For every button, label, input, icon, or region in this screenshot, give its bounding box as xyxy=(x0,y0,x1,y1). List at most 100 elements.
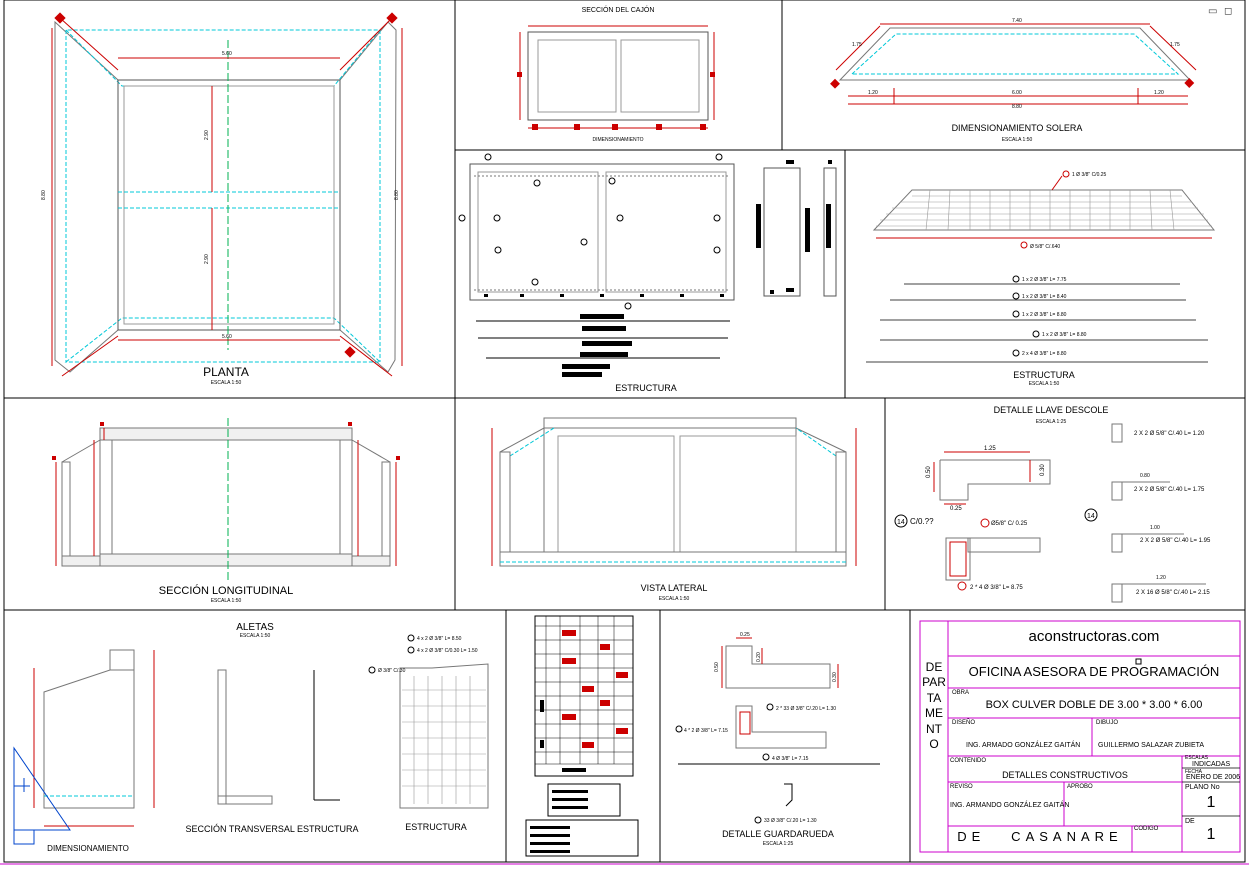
seccion-cajon-title: SECCIÓN DEL CAJÓN xyxy=(582,5,655,14)
llave-dim-height: 0.50 xyxy=(926,466,932,478)
guardarueda-dim-1: 0.25 xyxy=(740,632,750,638)
estructura-bottom-title: ESTRUCTURA xyxy=(405,822,467,832)
svg-text:8.80: 8.80 xyxy=(394,190,400,200)
estructura-top-title: ESTRUCTURA xyxy=(615,383,677,393)
llave-dim-step: 0.30 xyxy=(1040,464,1046,476)
title-block-frame xyxy=(919,620,1241,853)
solera-dim-left: 1.20 xyxy=(868,90,878,96)
seccion-longitudinal-scale: ESCALA 1:50 xyxy=(211,598,242,604)
title-block-contenido-label: CONTENIDO xyxy=(950,758,986,764)
estructura-right-title: ESTRUCTURA xyxy=(1013,370,1075,380)
bar-schedule-table xyxy=(525,615,639,857)
title-block-office: OFICINA ASESORA DE PROGRAMACIÓN xyxy=(968,664,1220,679)
title-block-plano-label: PLANO No xyxy=(1185,784,1220,791)
guardarueda-drawing xyxy=(675,637,880,824)
solera-scale: ESCALA 1:50 xyxy=(1002,137,1033,143)
guardarueda-scale: ESCALA 1:25 xyxy=(763,841,794,847)
panel-borders xyxy=(3,0,1246,863)
title-block-obra: BOX CULVER DOBLE DE 3.00 * 3.00 * 6.00 xyxy=(985,699,1203,711)
vista-lateral-drawing xyxy=(491,417,857,567)
solera-dim-middle: 6.00 xyxy=(1012,90,1022,96)
guardarueda-dim-4: 0.30 xyxy=(832,672,838,682)
estructura-right-drawing xyxy=(866,170,1216,363)
title-block-de-label: DE xyxy=(1185,818,1195,825)
guardarueda-bar-4: 33 Ø 3/8" C/.20 L= 1.30 xyxy=(764,818,817,824)
seccion-cajon-dim-label: DIMENSIONAMIENTO xyxy=(592,137,643,143)
solera-dim-total-top: 7.40 xyxy=(1012,18,1022,24)
llave-drawing xyxy=(894,423,1206,603)
restore-window-icon[interactable]: ▭ xyxy=(1208,6,1218,17)
guardarueda-dim-3: 0.20 xyxy=(756,652,762,662)
svg-text:5.60: 5.60 xyxy=(222,51,232,57)
title-block-diseno-label: DISEÑO xyxy=(952,720,976,726)
title-block-obra-label: OBRA xyxy=(952,690,970,696)
title-block-inner xyxy=(1182,767,1240,817)
title-block-de: 1 xyxy=(1206,826,1216,843)
guardarueda-bar-1: 2 * 33 Ø 3/8" C/.20 L= 1.30 xyxy=(776,706,836,712)
estructura-right-scale: ESCALA 1:50 xyxy=(1029,381,1060,387)
llave-callout-num-2: 14 xyxy=(1087,513,1095,520)
llave-title: DETALLE LLAVE DESCOLE xyxy=(994,405,1109,415)
llave-row-4: 2 X 16 Ø 5/8" C/.40 L= 2.15 xyxy=(1136,590,1210,596)
aletas-dim-label: DIMENSIONAMIENTO xyxy=(47,844,129,853)
title-block-departamento: DEPARTAMENTO xyxy=(922,660,946,752)
guardarueda-bar-2: 4 * 2 Ø 3/8" L= 7.15 xyxy=(684,728,728,734)
title-block-codigo-label: CODIGO xyxy=(1134,826,1159,832)
planta-scale: ESCALA 1:50 xyxy=(211,380,242,386)
llave-dim-width: 1.25 xyxy=(984,446,996,452)
aletas-title: ALETAS xyxy=(236,622,274,633)
llave-row-dim-2: 1.00 xyxy=(1150,525,1160,531)
title-block-reviso: ING. ARMANDO GONZÁLEZ GAITÁN xyxy=(950,802,1070,809)
vista-lateral-scale: ESCALA 1:50 xyxy=(659,596,690,602)
title-block-fecha: ENERO DE 2006 xyxy=(1186,774,1241,781)
svg-text:2.90: 2.90 xyxy=(204,130,210,140)
solera-dim-right: 1.20 xyxy=(1154,90,1164,96)
svg-text:5.60: 5.60 xyxy=(222,334,232,340)
guardarueda-title: DETALLE GUARDARUEDA xyxy=(722,829,834,839)
llave-row-1: 2 X 2 Ø 5/8" C/.40 L= 1.20 xyxy=(1134,431,1205,437)
title-block-dibujo-label: DIBUJO xyxy=(1096,720,1119,726)
solera-title: DIMENSIONAMIENTO SOLERA xyxy=(952,123,1083,133)
estructura-right-bar-4: 1 x 2 Ø 3/8" L= 8.40 xyxy=(1022,294,1067,300)
estructura-right-bar-1: 1 Ø 3/8" C/0.25 xyxy=(1072,172,1107,178)
llave-scale: ESCALA 1:25 xyxy=(1036,419,1067,425)
title-block-diseno: ING. ARMADO GONZÁLEZ GAITÁN xyxy=(966,742,1081,749)
llave-row-2: 2 X 2 Ø 5/8" C/.40 L= 1.75 xyxy=(1134,487,1205,493)
seccion-longitudinal-drawing xyxy=(52,418,400,580)
llave-row-dim-1: 0.80 xyxy=(1140,473,1150,479)
title-block-contenido: DETALLES CONSTRUCTIVOS xyxy=(1002,770,1128,780)
seccion-cajon-drawing xyxy=(517,25,715,130)
title-block-dibujo: GUILLERMO SALAZAR ZUBIETA xyxy=(1098,742,1205,749)
estructura-right-bar-6: 1 x 2 Ø 3/8" L= 8.80 xyxy=(1042,332,1087,338)
estructura-bottom-bar-1: 4 x 2 Ø 3/8" L= 8.50 xyxy=(417,636,462,642)
llave-callout-num: 14 xyxy=(897,519,905,526)
estructura-bottom-bar-2: 4 x 2 Ø 3/8" C/0.30 L= 1.50 xyxy=(417,648,478,654)
vista-lateral-title: VISTA LATERAL xyxy=(641,583,708,593)
solera-dim-right-slope: 1.75 xyxy=(1170,42,1180,48)
estructura-bottom-bar-3: Ø 3/8" C/.30 xyxy=(378,668,406,674)
title-block-plano: 1 xyxy=(1206,794,1216,811)
guardarueda-dim-2: 0.50 xyxy=(714,662,720,672)
title-block-aprobo-label: APROBO xyxy=(1067,784,1093,790)
title-block-website[interactable]: aconstructoras.com xyxy=(1028,628,1160,645)
aletas-drawing xyxy=(13,634,489,845)
svg-text:2.90: 2.90 xyxy=(204,254,210,264)
solera-drawing xyxy=(830,23,1197,105)
svg-text:8.80: 8.80 xyxy=(41,190,47,200)
guardarueda-bar-3: 4 Ø 3/8" L= 7.15 xyxy=(772,756,809,762)
seccion-longitudinal-title: SECCIÓN LONGITUDINAL xyxy=(159,584,293,597)
title-block-escalas: INDICADAS xyxy=(1192,761,1231,768)
title-block-escalas-label: ESCALAS xyxy=(1185,755,1209,761)
maximize-window-icon[interactable]: ◻ xyxy=(1224,6,1233,17)
aletas-scale: ESCALA 1:50 xyxy=(240,633,271,639)
title-block-reviso-label: REVISO xyxy=(950,784,973,790)
seccion-transversal-title: SECCIÓN TRANSVERSAL ESTRUCTURA xyxy=(185,824,358,834)
estructura-right-bar-3: 1 x 2 Ø 3/8" L= 7.75 xyxy=(1022,277,1067,283)
llave-bar-b: 2 * 4 Ø 3/8" L= 8.75 xyxy=(970,585,1023,591)
solera-dim-left-slope: 1.75 xyxy=(852,42,862,48)
planta-drawing: 8.80 8.80 5.60 5.60 2.90 2.90 xyxy=(41,12,403,377)
estructura-right-bar-7: 2 x 4 Ø 3/8" L= 8.80 xyxy=(1022,351,1067,357)
planta-title: PLANTA xyxy=(203,365,249,379)
llave-row-3: 2 X 2 Ø 5/8" C/.40 L= 1.95 xyxy=(1140,538,1211,544)
